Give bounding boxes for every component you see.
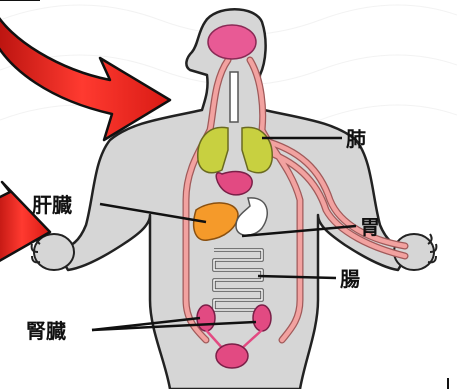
label-liver: 肝臓: [32, 193, 72, 217]
label-intestine: 腸: [340, 267, 360, 291]
brain: [208, 25, 256, 59]
trachea: [230, 72, 238, 122]
red-arrow-upper: [0, 10, 170, 140]
kidney-right: [253, 305, 271, 331]
label-lung: 肺: [346, 127, 366, 151]
bladder: [216, 344, 248, 368]
label-stomach: 胃: [360, 215, 380, 239]
label-kidney: 腎臓: [26, 319, 66, 343]
